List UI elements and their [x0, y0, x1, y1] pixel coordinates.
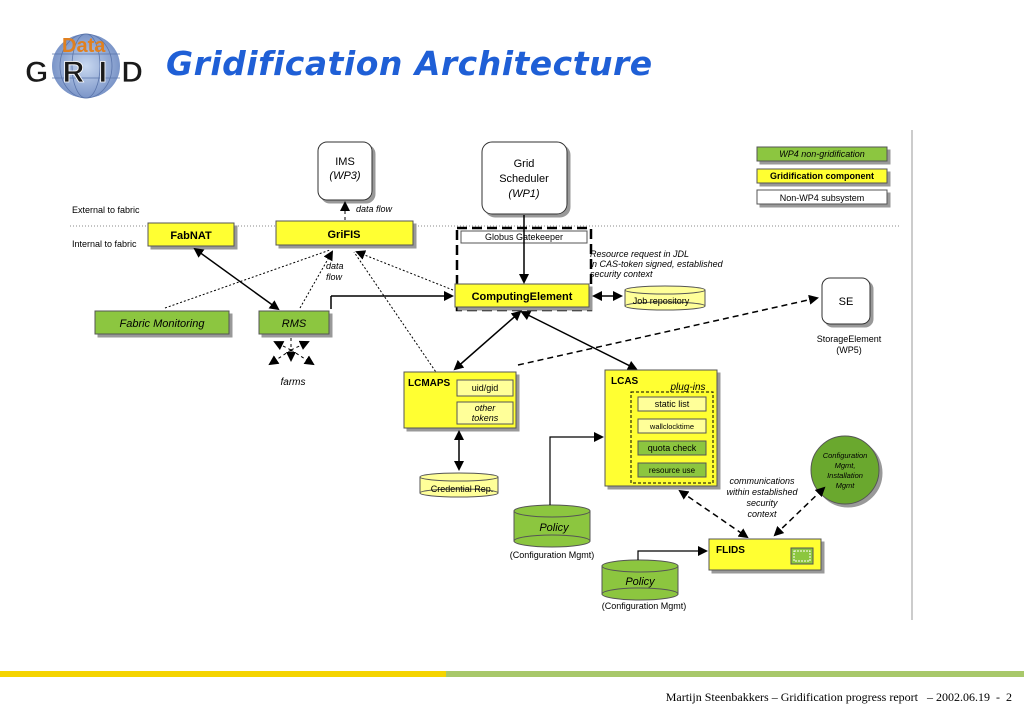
lcas-plugins-group [630, 391, 714, 484]
dataflow-mid-label-2: flow [326, 272, 343, 282]
cfg-label-3: Installation [827, 471, 863, 480]
wallclocktime-label: wallclocktime [649, 422, 694, 431]
legend-nonwp4-label: Non-WP4 subsystem [780, 193, 865, 203]
dataflow-mid-label-1: data [326, 261, 344, 271]
cfg-label-4: Mgmt [836, 481, 856, 490]
comm-note-1: communications [729, 476, 795, 486]
fabnat-rms-arrow [193, 247, 280, 311]
se-caption-1: StorageElement [817, 334, 882, 344]
resource-note-1: Resource request in JDL [590, 249, 689, 259]
credential-repository-label: Credential Rep. [431, 484, 494, 494]
ce-grifis-dataflow [355, 250, 454, 291]
static-list-label: static list [655, 399, 690, 409]
rms-grifis-dataflow [299, 250, 333, 309]
lcmaps-label: LCMAPS [408, 378, 451, 389]
farms-label: farms [281, 377, 306, 388]
policy2-flids-arrow [637, 546, 708, 560]
lcas-label: LCAS [611, 376, 639, 387]
other-tokens-plugin [456, 401, 514, 425]
static-list-plugin [637, 396, 707, 412]
resource-use-plugin [637, 462, 707, 478]
zone-external-label: External to fabric [72, 205, 140, 215]
storage-element-node [821, 277, 871, 325]
job-repository-label: Job repository [633, 296, 690, 306]
page-title: Gridification Architecture [166, 44, 653, 83]
flids-label: FLIDS [716, 545, 745, 556]
certificate-icon-inner [793, 550, 811, 562]
legend: WP4 non-gridification Gridification comp… [756, 146, 888, 205]
policy-store-1: Policy [513, 504, 591, 548]
other-tokens-label-2: tokens [472, 413, 499, 423]
computing-element-node [454, 283, 590, 308]
wallclocktime-plugin [637, 418, 707, 434]
scheduler-wp-label: (WP1) [508, 188, 540, 200]
globe-icon [52, 34, 120, 98]
ims-wp-label: (WP3) [329, 170, 361, 182]
ce-lcmaps-arrow [453, 310, 522, 371]
configuration-mgmt-node [810, 435, 880, 505]
computing-element-label: ComputingElement [472, 291, 573, 303]
globe-grid [52, 33, 120, 99]
dataflow-top-label: data flow [356, 204, 393, 214]
se-caption-2: (WP5) [836, 345, 862, 355]
rms-label: RMS [282, 318, 307, 330]
ims-label: IMS [335, 156, 355, 168]
legend-nongrid-label: WP4 non-gridification [779, 149, 865, 159]
resource-note-3: security context [590, 269, 653, 279]
policy-1-caption: (Configuration Mgmt) [510, 550, 595, 560]
grid-scheduler-node [481, 141, 568, 215]
policy-2-label: Policy [625, 576, 656, 588]
lcmaps-se-arrow [517, 294, 819, 366]
logo-word-data: Data [62, 35, 106, 57]
policy-1-label: Policy [539, 522, 570, 534]
other-tokens-label-1: other [475, 403, 497, 413]
zone-internal-label: Internal to fabric [72, 239, 137, 249]
comm-note-3: security [746, 498, 778, 508]
legend-swatch-gridcomp [756, 168, 888, 184]
rms-node [258, 310, 330, 335]
fabric-monitoring-node [94, 310, 230, 335]
uidgid-label: uid/gid [472, 383, 499, 393]
policy-2-caption: (Configuration Mgmt) [602, 601, 687, 611]
fabric-monitoring-label: Fabric Monitoring [120, 318, 206, 330]
ims-node [317, 141, 373, 201]
comm-note-2: within established [726, 487, 798, 497]
fabnat-node [147, 222, 235, 247]
quota-check-label: quota check [648, 443, 697, 453]
policy-store-2: Policy [601, 559, 679, 601]
uidgid-plugin [456, 379, 514, 397]
flids-cfg-arrow [773, 486, 826, 537]
legend-swatch-nonwp4 [756, 189, 888, 205]
plugins-label: plug-ins [669, 382, 705, 393]
ce-lcas-arrow [520, 311, 638, 370]
resource-note-2: in CAS-token signed, established [590, 259, 724, 269]
job-repository-node: Job repository [624, 285, 706, 311]
lcmaps-grifis-dataflow [353, 251, 441, 379]
footer-caption: Martijn Steenbakkers – Gridification pro… [665, 690, 1012, 704]
footer-bar-green [446, 671, 1024, 677]
legend-swatch-nongrid [756, 146, 888, 162]
fabmon-grifis-dataflow [164, 249, 331, 309]
footer-bar-yellow [0, 671, 446, 677]
se-label: SE [839, 296, 854, 308]
datagrid-logo: Data GRID [25, 33, 143, 99]
comm-note-4: context [747, 509, 777, 519]
certificate-icon [790, 547, 814, 565]
resource-use-label: resource use [649, 466, 696, 475]
policy1-lcas-arrow [549, 432, 604, 505]
grifis-node [275, 220, 414, 246]
credential-repository-node: Credential Rep. [419, 472, 499, 498]
farms-arrows [268, 338, 315, 366]
scheduler-label-2: Scheduler [499, 173, 549, 185]
quota-check-plugin [637, 440, 707, 456]
lcas-flids-arrow [678, 489, 749, 539]
legend-gridcomp-label: Gridification component [770, 171, 874, 181]
grifis-label: GriFIS [327, 229, 360, 241]
cfg-label-2: Mgmt, [835, 461, 856, 470]
cfg-label-1: Configuration [823, 451, 868, 460]
logo-word-grid: GRID [25, 56, 143, 89]
scheduler-label-1: Grid [514, 158, 535, 170]
fabnat-label: FabNAT [170, 230, 212, 242]
